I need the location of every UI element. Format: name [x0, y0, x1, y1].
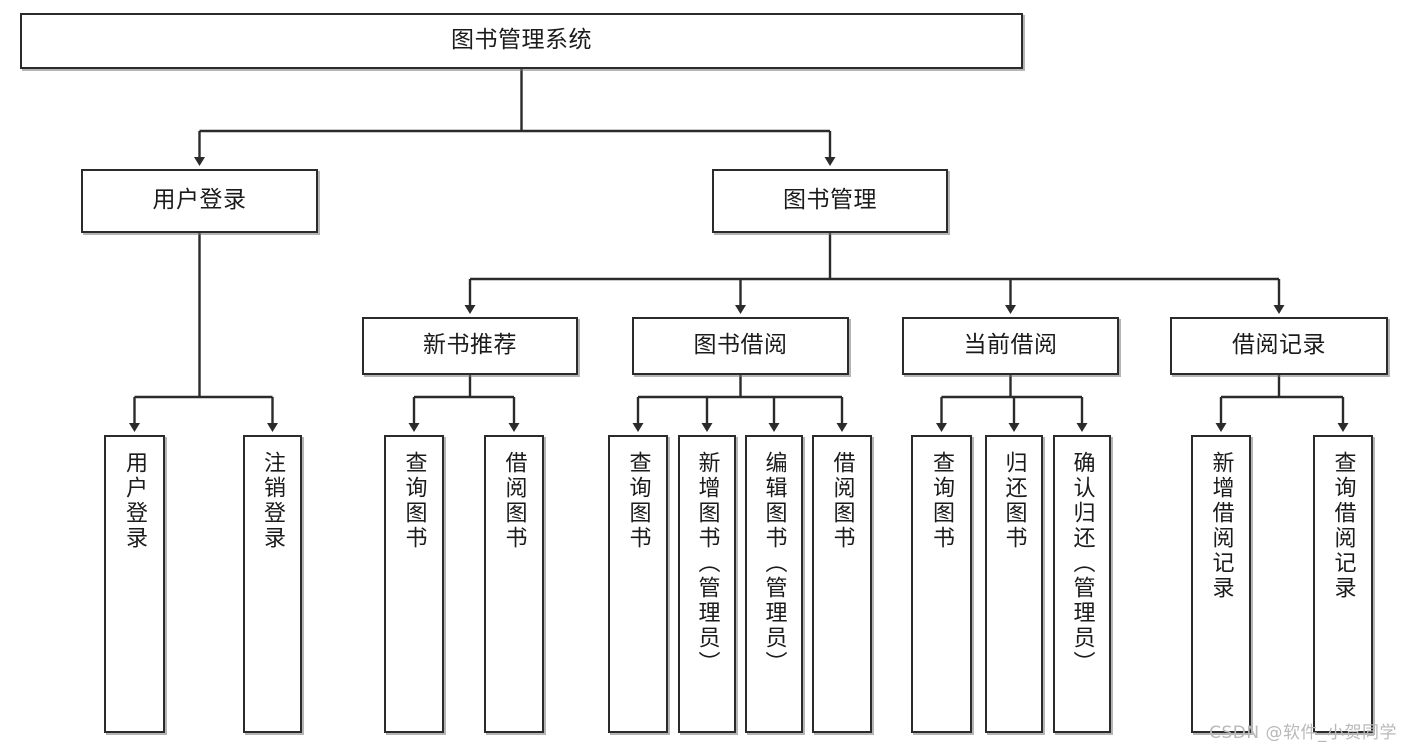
node-label: 新书推荐 [423, 332, 517, 359]
node-label: 用户登录 [122, 451, 148, 551]
node-leaf-query-record: 查询借阅记录 [1313, 435, 1373, 733]
node-label: 借阅图书 [501, 451, 527, 551]
node-current-borrow: 当前借阅 [902, 317, 1119, 375]
node-leaf-edit-book: 编辑图书（管理员） [745, 435, 803, 733]
node-leaf-add-book: 新增图书（管理员） [678, 435, 736, 733]
node-label: 新增借阅记录 [1208, 451, 1234, 601]
node-leaf-query-book-3: 查询图书 [911, 435, 972, 733]
node-label: 图书管理系统 [451, 27, 592, 54]
node-borrow-record: 借阅记录 [1170, 317, 1388, 375]
node-label: 查询借阅记录 [1330, 451, 1356, 601]
node-label: 注销登录 [260, 451, 286, 551]
node-leaf-confirm-return: 确认归还（管理员） [1053, 435, 1111, 733]
node-label: 借阅记录 [1232, 332, 1326, 359]
node-leaf-add-record: 新增借阅记录 [1191, 435, 1251, 733]
node-leaf-query-book-2: 查询图书 [608, 435, 668, 733]
node-label: 图书借阅 [693, 332, 788, 359]
node-label: 编辑图书（管理员） [761, 451, 787, 676]
node-label: 新增图书（管理员） [694, 451, 720, 676]
node-label: 用户登录 [152, 187, 247, 214]
node-label: 图书管理 [783, 187, 877, 214]
node-leaf-return-book: 归还图书 [985, 435, 1043, 733]
node-label: 归还图书 [1001, 451, 1027, 551]
node-leaf-logout: 注销登录 [243, 435, 302, 733]
node-new-book-rec: 新书推荐 [362, 317, 578, 375]
node-label: 借阅图书 [829, 451, 855, 551]
node-root: 图书管理系统 [20, 13, 1023, 69]
node-label: 查询图书 [625, 451, 651, 551]
node-book-manage: 图书管理 [712, 169, 948, 233]
node-label: 查询图书 [929, 451, 955, 551]
node-leaf-borrow-book-2: 借阅图书 [812, 435, 872, 733]
node-leaf-user-login: 用户登录 [104, 435, 165, 733]
node-leaf-query-book-1: 查询图书 [384, 435, 444, 733]
csdn-watermark: CSDN @软件_小贺同学 [1209, 723, 1397, 743]
node-book-borrow: 图书借阅 [632, 317, 849, 375]
node-user-login: 用户登录 [81, 169, 318, 233]
node-label: 确认归还（管理员） [1069, 451, 1095, 676]
node-label: 当前借阅 [963, 332, 1058, 359]
node-leaf-borrow-book-1: 借阅图书 [484, 435, 544, 733]
node-label: 查询图书 [401, 451, 427, 551]
